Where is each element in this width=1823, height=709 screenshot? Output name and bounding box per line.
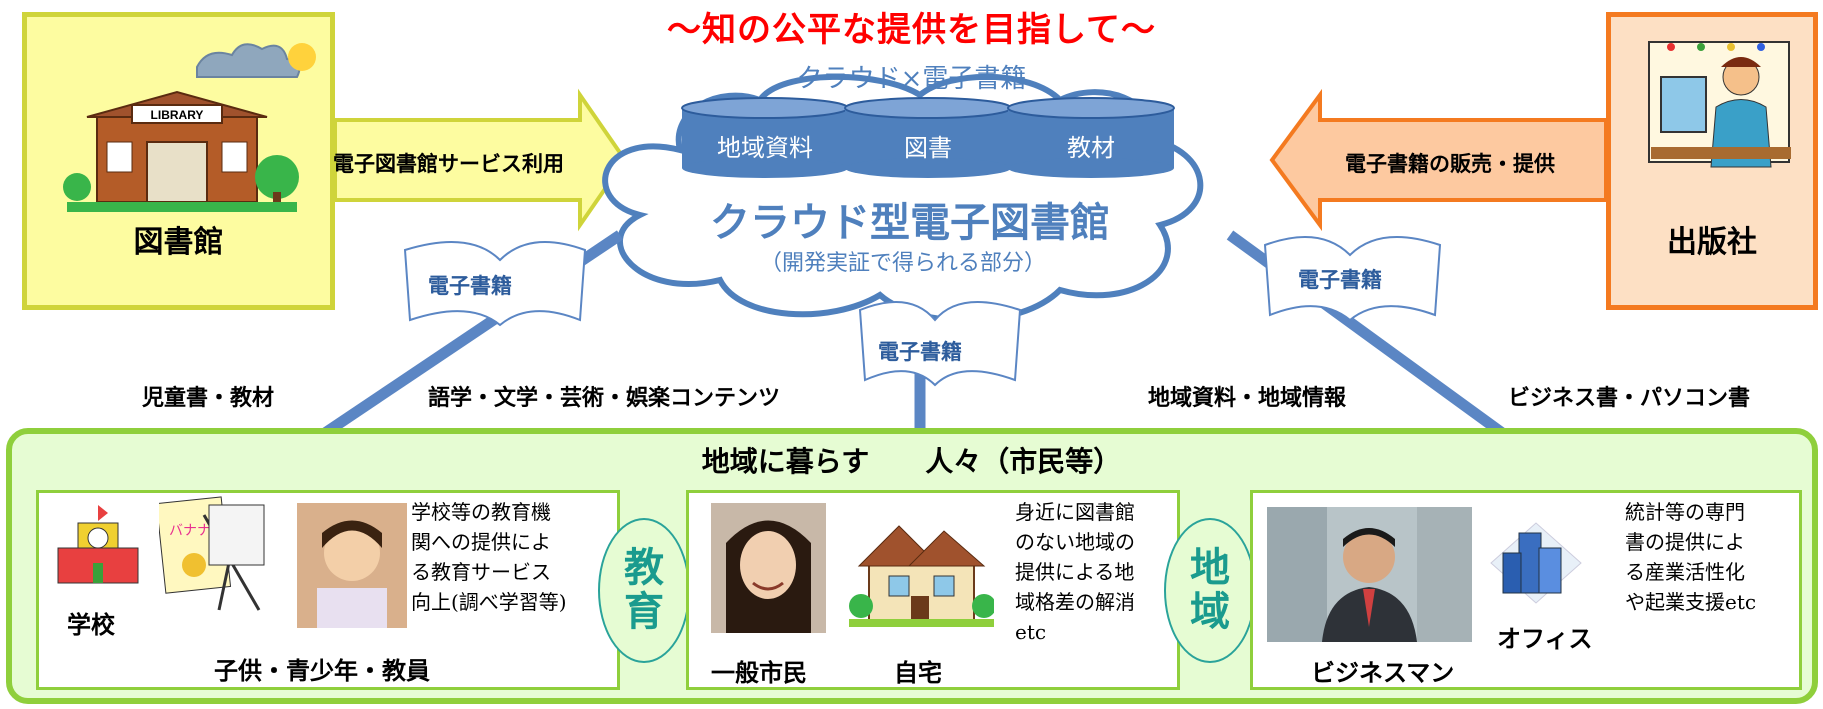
school-label: 学校 [67, 610, 115, 639]
library-to-cloud-arrow [333, 88, 628, 232]
citizen-box: 一般市民 自宅 身近に図書館 のない地域の 提供による地 域格差の解消 etc [686, 490, 1180, 690]
office-building-icon [1490, 522, 1582, 604]
publisher-arrow-label: 電子書籍の販売・提供 [1345, 151, 1555, 176]
education-box: 学校 バナナ 学校等の教育機 関への提供によ る教育サービス 向上(調べ学習等)… [36, 490, 620, 690]
database-teaching-materials: 教材 [1067, 134, 1115, 162]
ebook-label-center: 電子書籍 [878, 339, 962, 364]
picture-book-icon: バナナ [159, 496, 265, 611]
businessman-photo [1267, 507, 1472, 642]
database-cylinders [681, 97, 1175, 178]
citizen-description-line: etc [1015, 620, 1047, 644]
citizen-description: 身近に図書館 のない地域の 提供による地 域格差の解消 etc [1015, 497, 1175, 647]
cloud-library-note: （開発実証で得られる部分） [760, 251, 1047, 276]
category-business: ビジネス書・パソコン書 [1508, 385, 1751, 411]
citizens-title: 地域に暮らす 人々（市民等） [701, 445, 1122, 478]
business-description-line: や起業支援etc [1625, 590, 1757, 614]
business-description: 統計等の専門 書の提供によ る産業活性化 や起業支援etc [1625, 497, 1800, 617]
business-box: ビジネスマン オフィス 統計等の専門 書の提供によ る産業活性化 や起業支援et… [1250, 490, 1802, 690]
page-subtitle: クラウド×電子書籍 [796, 64, 1027, 94]
citizen-description-line: 提供による地 [1015, 560, 1135, 584]
regional-badge-char: 地 [1190, 544, 1230, 591]
business-description-line: 書の提供によ [1625, 530, 1745, 554]
publisher-worker-icon [1648, 41, 1791, 168]
education-description-line: 関への提供によ [411, 530, 551, 554]
library-arrow-label: 電子図書館サービス利用 [333, 151, 564, 176]
cloud-library-name: クラウド型電子図書館 [710, 199, 1110, 246]
child-photo [297, 503, 407, 628]
education-description-line: 学校等の教育機 [411, 500, 551, 524]
education-badge-char: 教 [624, 544, 664, 591]
regional-badge: 地 域 [1164, 518, 1256, 663]
library-box: LIBRARY 図書館 [22, 12, 335, 310]
citizen-label: 一般市民 [711, 658, 807, 687]
category-regional: 地域資料・地域情報 [1148, 385, 1347, 411]
library-sign-text: LIBRARY [151, 108, 204, 122]
citizen-description-line: のない地域の [1015, 530, 1135, 554]
education-description: 学校等の教育機 関への提供によ る教育サービス 向上(調べ学習等) [411, 497, 611, 617]
publisher-to-cloud-arrow [1269, 88, 1608, 232]
business-description-line: る産業活性化 [1625, 560, 1745, 584]
businessman-label: ビジネスマン [1311, 658, 1455, 687]
library-building-icon: LIBRARY [63, 43, 316, 212]
education-description-line: 向上(調べ学習等) [411, 590, 567, 614]
home-label: 自宅 [894, 658, 942, 687]
regional-badge-char: 域 [1190, 588, 1230, 635]
database-books: 図書 [904, 134, 952, 162]
education-badge: 教 育 [598, 518, 690, 663]
citizen-photo [711, 503, 826, 633]
category-children: 児童書・教材 [142, 385, 275, 411]
category-culture: 語学・文学・芸術・娯楽コンテンツ [428, 385, 781, 411]
education-group-label: 子供・青少年・教員 [214, 656, 430, 685]
house-icon [849, 525, 994, 627]
office-label: オフィス [1497, 624, 1593, 653]
citizen-description-line: 域格差の解消 [1015, 590, 1135, 614]
school-icon [57, 505, 139, 584]
svg-text:バナナ: バナナ [169, 523, 211, 539]
library-label: 図書館 [133, 225, 224, 260]
education-badge-char: 育 [624, 588, 664, 635]
publisher-box: 出版社 [1606, 12, 1818, 310]
ebook-icons [403, 236, 1442, 387]
database-local-materials: 地域資料 [717, 134, 813, 162]
publisher-label: 出版社 [1667, 225, 1757, 260]
ebook-label-right: 電子書籍 [1298, 267, 1382, 292]
education-description-line: る教育サービス [411, 560, 551, 584]
ebook-label-left: 電子書籍 [428, 273, 512, 298]
business-description-line: 統計等の専門 [1625, 500, 1745, 524]
citizen-description-line: 身近に図書館 [1015, 500, 1135, 524]
page-title: ～知の公平な提供を目指して～ [667, 10, 1156, 50]
